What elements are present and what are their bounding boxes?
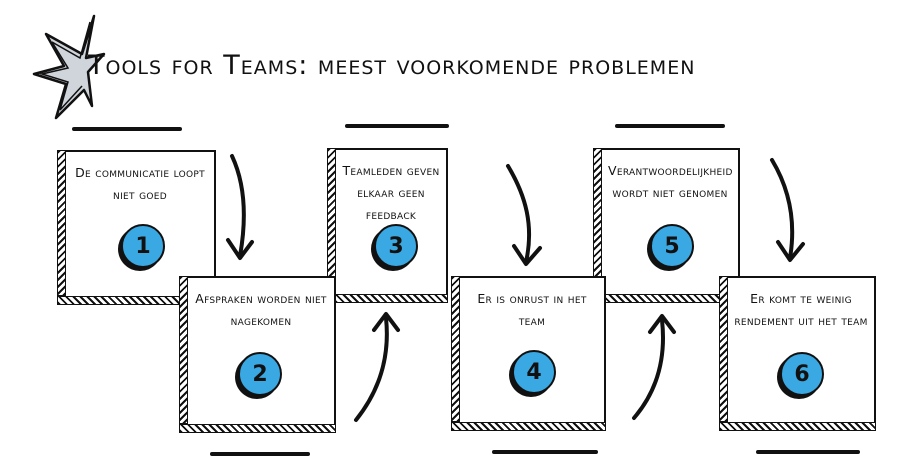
step-card-6: Er komt te weinig rendement uit het team…: [719, 276, 876, 431]
step-card-1: De communicatie loopt niet goed 1: [57, 150, 216, 305]
step-text: Teamleden geven elkaar geen feedback: [342, 163, 440, 222]
step-card-4: Er is onrust in het team 4: [451, 276, 606, 431]
step-number-badge: 1: [121, 224, 165, 268]
step-card-3: Teamleden geven elkaar geen feedback 3: [327, 148, 448, 303]
arrow-head: [648, 314, 676, 334]
arrow-down-icon: [770, 158, 795, 260]
star-burst-icon: [32, 14, 106, 120]
step-text: Er is onrust in het team: [477, 291, 587, 328]
decor-stroke: [492, 450, 598, 454]
step-text: Verantwoordelijkheid wordt niet genomen: [608, 163, 733, 200]
decor-stroke: [345, 124, 449, 128]
arrow-down-icon: [506, 164, 532, 264]
step-text: De communicatie loopt niet goed: [75, 165, 205, 202]
decor-stroke: [210, 452, 310, 456]
arrow-head: [372, 312, 400, 332]
step-number-badge: 3: [374, 224, 418, 268]
arrow-down-icon: [230, 154, 246, 258]
step-text: Er komt te weinig rendement uit het team: [734, 291, 868, 328]
step-number-badge: 6: [780, 352, 824, 396]
step-number-badge: 5: [650, 224, 694, 268]
decor-stroke: [72, 127, 182, 131]
arrow-head: [226, 238, 254, 260]
arrow-head: [512, 244, 542, 266]
decor-stroke: [756, 450, 860, 454]
step-text: Afspraken worden niet nagekomen: [195, 291, 327, 328]
step-card-5: Verantwoordelijkheid wordt niet genomen …: [593, 148, 740, 303]
arrow-up-icon: [354, 316, 389, 422]
page-title: Tools for Teams: meest voorkomende probl…: [88, 50, 696, 81]
step-number-badge: 4: [512, 350, 556, 394]
step-number-badge: 2: [238, 352, 282, 396]
decor-stroke: [615, 124, 725, 128]
arrow-up-icon: [632, 318, 665, 420]
arrow-head: [776, 240, 805, 262]
step-card-2: Afspraken worden niet nagekomen 2: [179, 276, 336, 433]
